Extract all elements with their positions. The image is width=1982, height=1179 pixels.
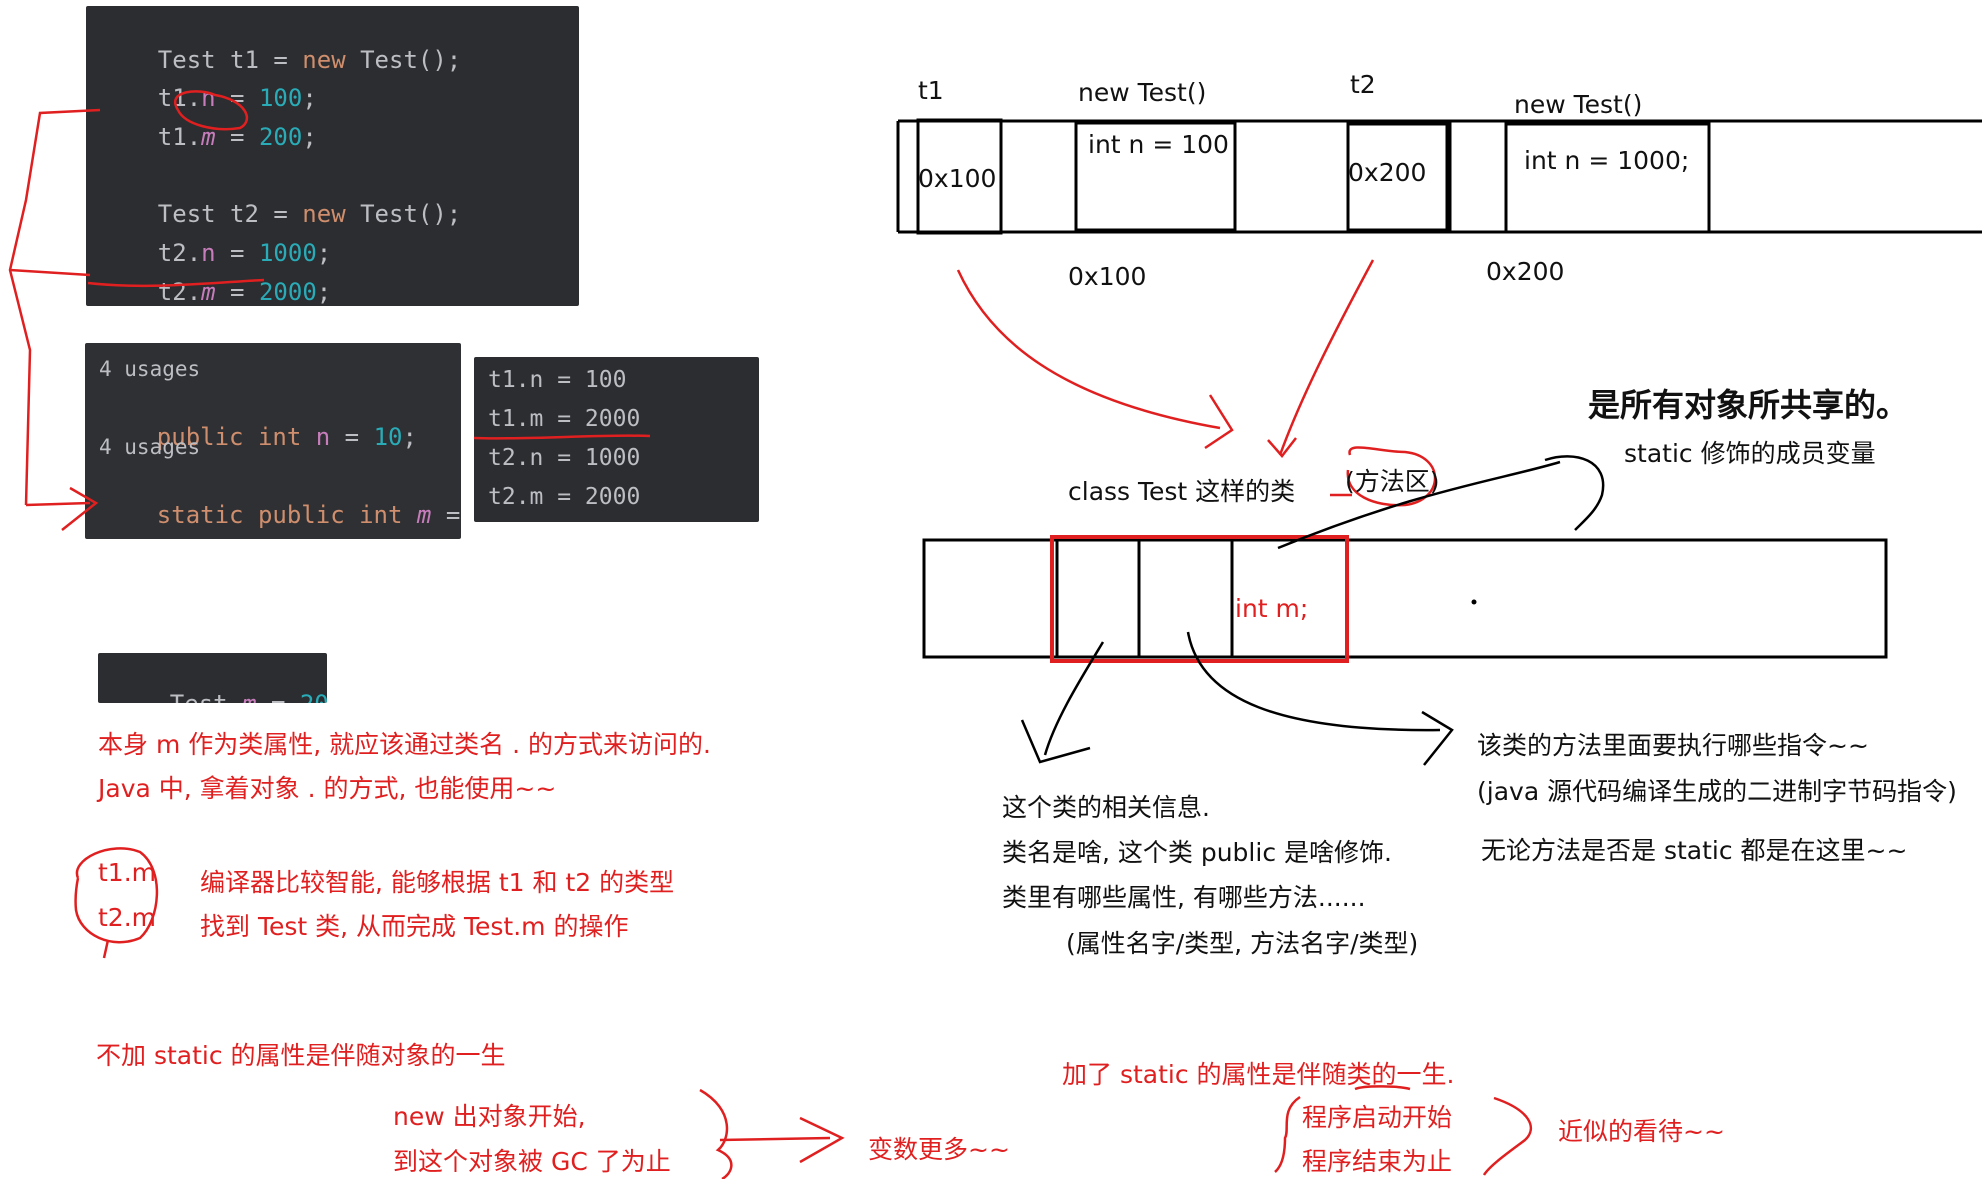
class-info-line-3: 类里有哪些属性, 有哪些方法...... <box>1002 883 1366 912</box>
method-info-line-2: (java 源代码编译生成的二进制字节码指令) <box>1477 777 1957 806</box>
code-line-3: t1.m = 200; <box>157 123 317 151</box>
output-line-3: t2.n = 1000 <box>488 445 641 471</box>
nonstatic-line-1: new 出对象开始, <box>393 1102 586 1131</box>
static-line-2: 程序结束为止 <box>1302 1147 1453 1176</box>
cell-t1-ref: 0x100 <box>918 164 997 193</box>
usages-hint-1: 4 usages <box>99 357 201 381</box>
class-info-line-2: 类名是啥, 这个类 public 是啥修饰. <box>1002 838 1392 867</box>
nonstatic-line-2: 到这个对象被 GC 了为止 <box>393 1147 671 1176</box>
console-output: t1.n = 100 t1.m = 2000 t2.n = 1000 t2.m … <box>474 357 759 522</box>
static-line-1: 程序启动开始 <box>1302 1103 1453 1132</box>
class-access-line: Test.m = 2000; <box>112 662 327 703</box>
class-info-line-4: (属性名字/类型, 方法名字/类型) <box>1066 929 1419 958</box>
decl-m: static public int m = 20; <box>156 501 461 529</box>
cell-obj2-field: int n = 1000; <box>1524 146 1690 175</box>
note-compiler-1: 编译器比较智能, 能够根据 t1 和 t2 的类型 <box>200 868 675 897</box>
decl-n: public int n = 10; <box>156 423 417 451</box>
code-line-1: Test t1 = new Test(); <box>157 46 462 74</box>
output-line-1: t1.n = 100 <box>488 367 627 393</box>
address-2: 0x200 <box>1486 257 1565 286</box>
label-new-test-1: new Test() <box>1078 78 1207 107</box>
code-snippet-class-access: Test.m = 2000; <box>98 653 327 703</box>
method-info-line-3: 无论方法是否是 static 都是在这里~~ <box>1481 836 1908 865</box>
cell-obj1-field: int n = 100 <box>1088 130 1229 159</box>
address-1: 0x100 <box>1068 262 1147 291</box>
label-t1: t1 <box>918 76 944 105</box>
usages-hint-2: 4 usages <box>99 435 201 459</box>
note-compiler-2: 找到 Test 类, 从而完成 Test.m 的操作 <box>200 912 629 941</box>
code-line-4: Test t2 = new Test(); <box>157 200 462 228</box>
circled-t1m: t1.m <box>98 858 157 887</box>
code-line-5: t2.n = 1000; <box>157 239 332 267</box>
code-snippet-declarations: 4 usages public int n = 10; 4 usages sta… <box>85 343 461 539</box>
note-object-access: Java 中, 拿着对象 . 的方式, 也能使用~~ <box>98 774 557 803</box>
static-title: 加了 static 的属性是伴随类的一生. <box>1062 1060 1455 1089</box>
class-info-line-1: 这个类的相关信息. <box>1002 793 1210 822</box>
static-member-note: static 修饰的成员变量 <box>1624 439 1876 468</box>
circled-t2m: t2.m <box>98 903 157 932</box>
static-result: 近似的看待~~ <box>1558 1117 1725 1146</box>
nonstatic-result: 变数更多~~ <box>868 1135 1010 1164</box>
code-line-6: t2.m = 2000; <box>157 278 332 306</box>
method-info-line-1: 该类的方法里面要执行哪些指令~~ <box>1477 731 1869 760</box>
output-line-2: t1.m = 2000 <box>488 406 641 432</box>
cell-t2-ref: 0x200 <box>1348 158 1427 187</box>
class-test-label: class Test 这样的类 <box>1068 477 1296 506</box>
method-area-label: (方法区) <box>1345 467 1440 496</box>
label-t2: t2 <box>1350 70 1376 99</box>
output-line-4: t2.m = 2000 <box>488 484 641 510</box>
static-field-m: int m; <box>1235 594 1309 623</box>
label-new-test-2: new Test() <box>1514 90 1643 119</box>
nonstatic-title: 不加 static 的属性是伴随对象的一生 <box>96 1041 506 1070</box>
note-class-attribute: 本身 m 作为类属性, 就应该通过类名 . 的方式来访问的. <box>98 730 711 759</box>
shared-title: 是所有对象所共享的。 <box>1588 386 1909 424</box>
